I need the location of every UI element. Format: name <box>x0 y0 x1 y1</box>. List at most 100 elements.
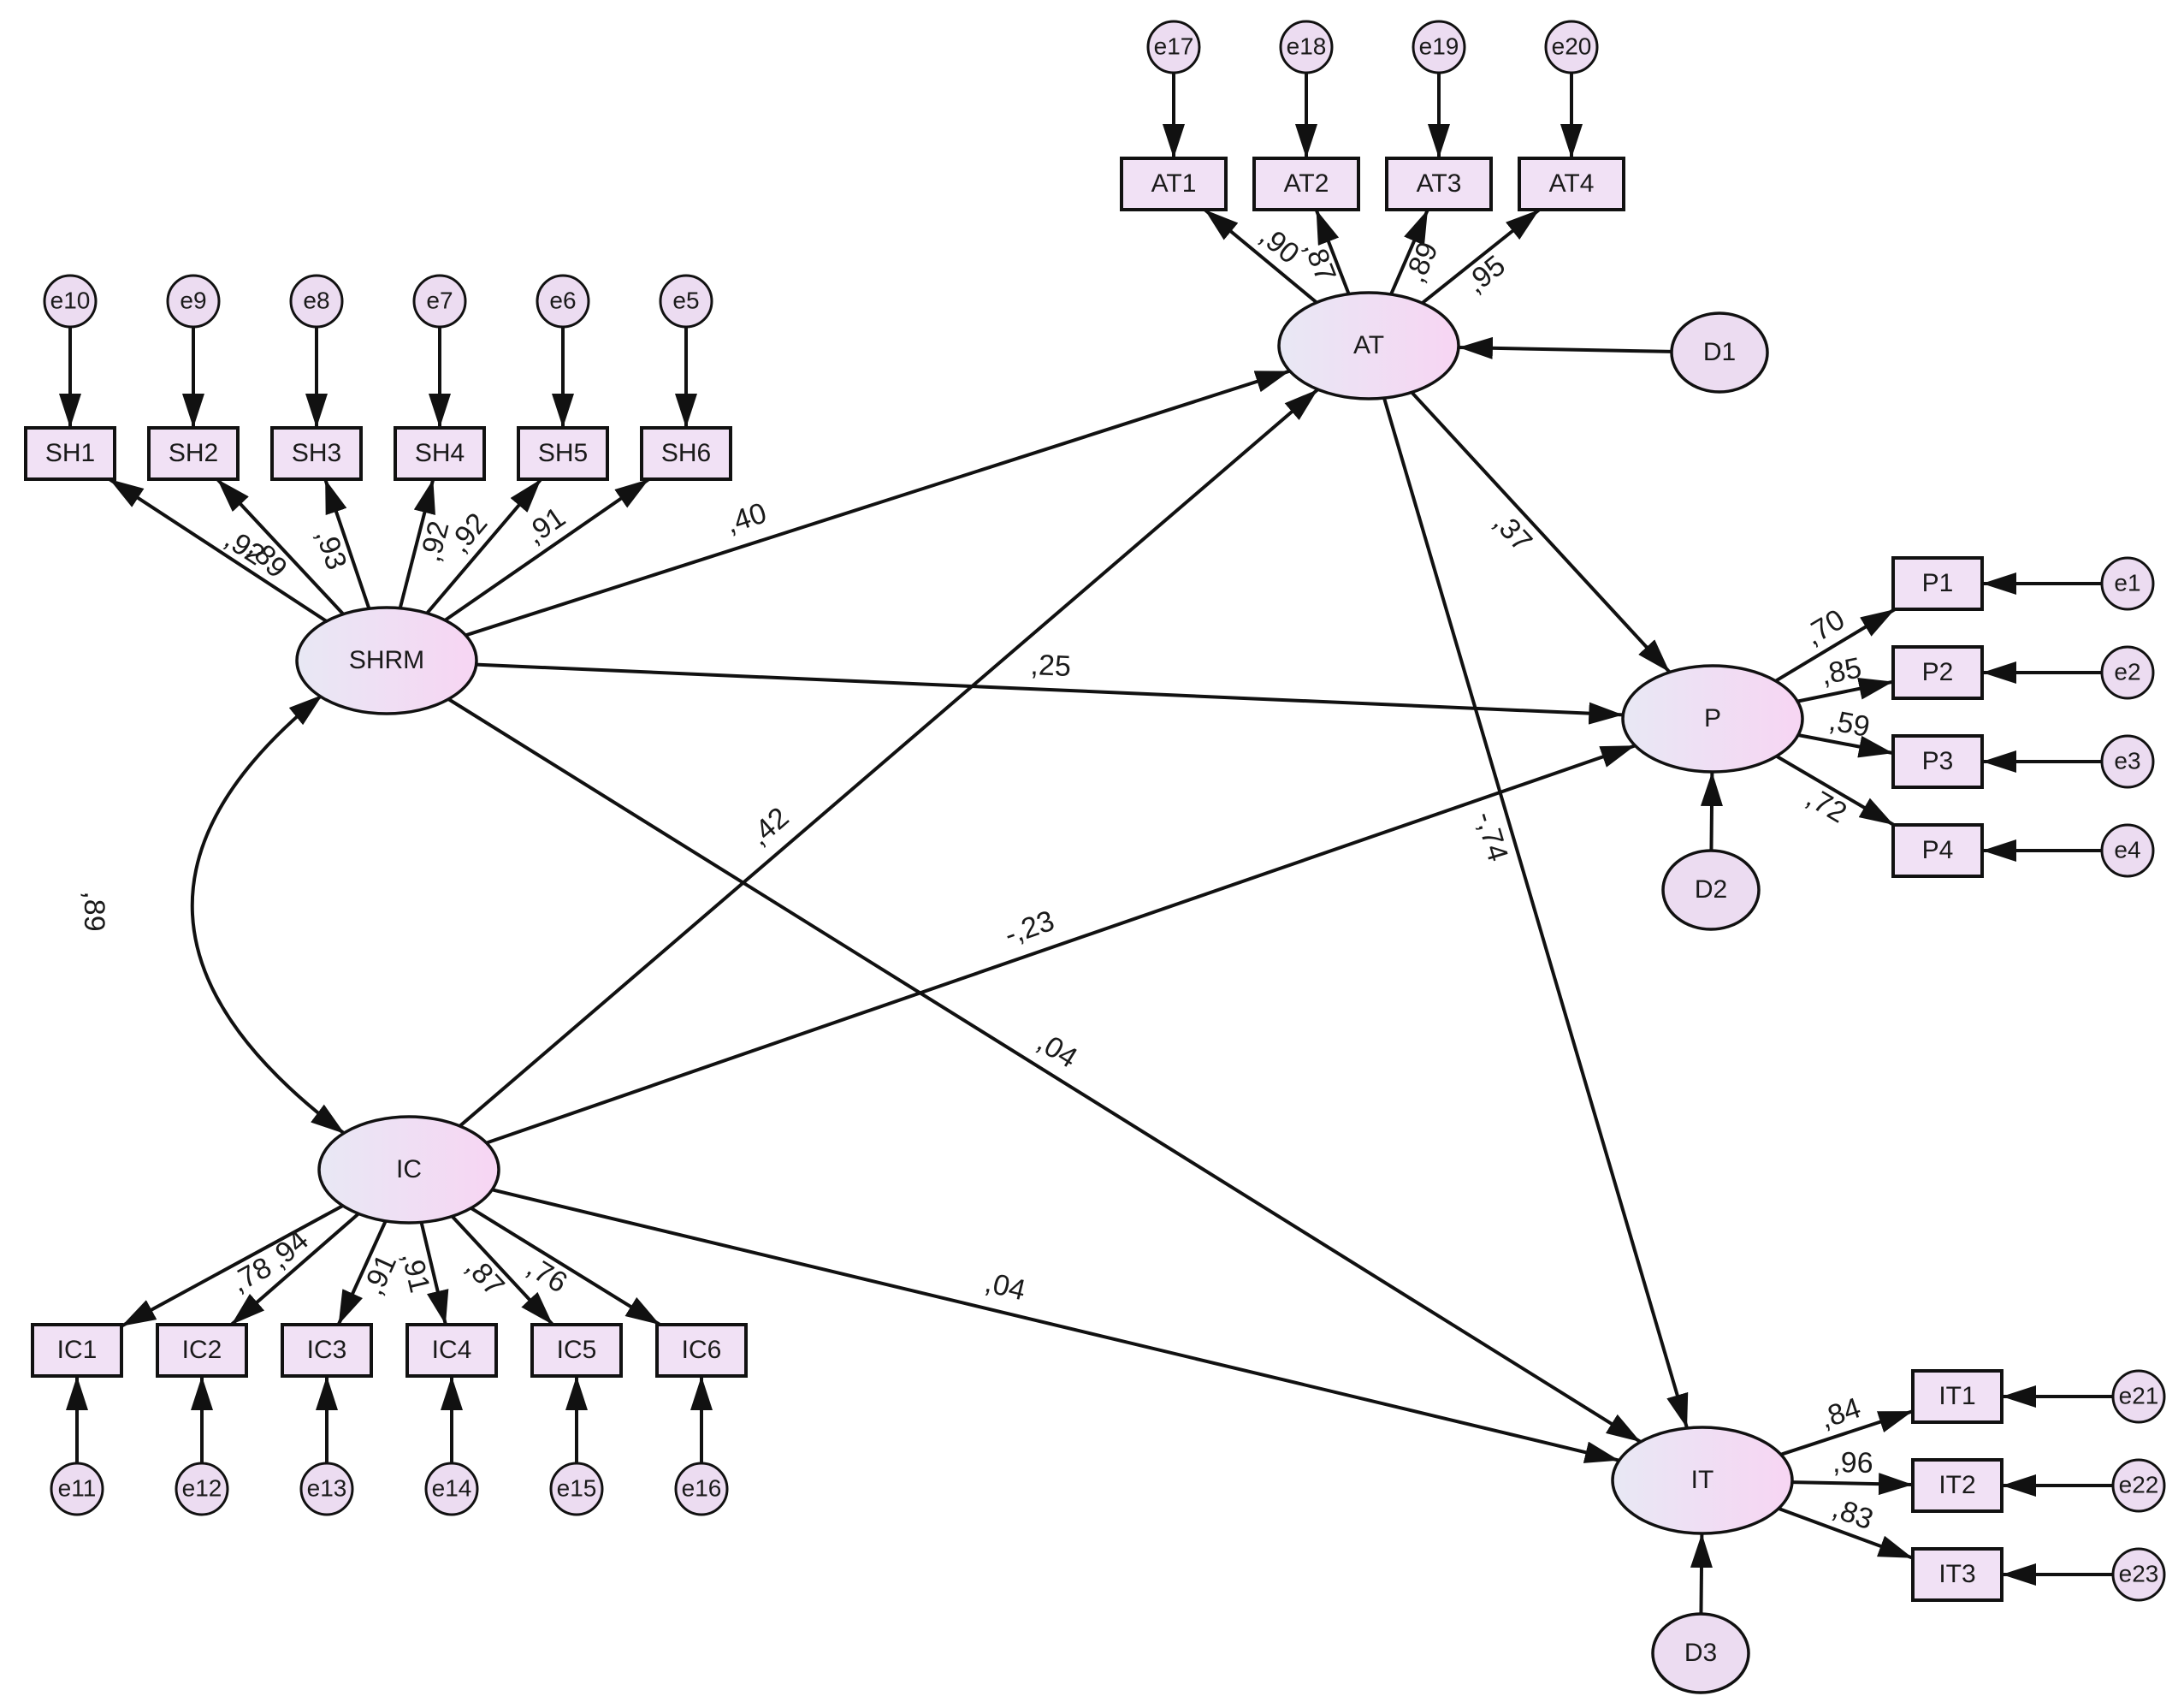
error-shape <box>1146 20 1201 74</box>
indicator-label: IT1 <box>1938 1382 1975 1410</box>
latent-node-shrm: SHRM <box>295 606 478 715</box>
error-shape <box>2100 556 2155 611</box>
loading-value-at1: ,90 <box>1253 219 1305 270</box>
indicator-node-ic3: IC3 <box>281 1323 373 1378</box>
error-arrow-d1 <box>1458 336 1672 359</box>
indicator-label: AT3 <box>1417 169 1462 198</box>
indicator-label: IT3 <box>1938 1560 1975 1588</box>
loading-arrow-sh6 <box>444 477 650 622</box>
indicator-node-p4: P4 <box>1891 823 1984 878</box>
error-shape <box>659 274 713 329</box>
indicator-shape <box>640 426 732 481</box>
error-label: e14 <box>432 1474 472 1501</box>
path-value-ic-it: ,04 <box>982 1266 1029 1308</box>
loading-arrow-p1 <box>1774 608 1897 683</box>
indicator-shape <box>1891 645 1984 700</box>
indicator-node-sh2: SH2 <box>147 426 240 481</box>
indicator-shape <box>1518 157 1625 211</box>
path-arrow-at-it <box>1382 397 1689 1429</box>
indicator-label: SH6 <box>661 439 711 467</box>
error-node-e14: e14 <box>424 1462 479 1516</box>
indicator-node-ic1: IC1 <box>31 1323 123 1378</box>
error-label: e8 <box>303 287 329 313</box>
error-shape <box>166 274 221 329</box>
error-shape <box>2111 1547 2166 1602</box>
error-node-e7: e7 <box>412 274 467 329</box>
error-shape <box>43 274 98 329</box>
indicator-label: IC2 <box>182 1336 222 1364</box>
loading-arrow-ic5 <box>451 1214 554 1326</box>
loading-arrow-it2 <box>1791 1473 1914 1496</box>
indicator-shape <box>1385 157 1493 211</box>
path-arrow-ic-it <box>491 1188 1620 1463</box>
loading-value-p3: ,59 <box>1826 704 1873 744</box>
latent-label: IC <box>396 1155 422 1183</box>
indicator-node-sh6: SH6 <box>640 426 732 481</box>
loading-arrow-it1 <box>1780 1409 1914 1456</box>
latent-label: IT <box>1691 1466 1714 1494</box>
error-label: e21 <box>2119 1382 2159 1409</box>
loading-value-p4: ,72 <box>1801 781 1852 830</box>
loading-value-sh3: ,93 <box>309 525 352 574</box>
latent-label: AT <box>1353 331 1384 359</box>
indicator-label: IC3 <box>307 1336 347 1364</box>
error-label: e16 <box>682 1474 722 1501</box>
error-node-e13: e13 <box>299 1462 354 1516</box>
error-label: e22 <box>2119 1471 2159 1497</box>
indicator-label: SH4 <box>415 439 465 467</box>
indicator-shape <box>394 426 486 481</box>
indicator-shape <box>405 1323 498 1378</box>
error-shape <box>2100 645 2155 700</box>
indicator-label: AT4 <box>1549 169 1595 198</box>
indicator-label: AT2 <box>1284 169 1329 198</box>
latent-shape <box>317 1115 500 1225</box>
error-node-e10: e10 <box>43 274 98 329</box>
error-label: e12 <box>182 1474 222 1501</box>
latent-shape <box>1277 291 1460 400</box>
error-node-d3: D3 <box>1651 1612 1750 1694</box>
indicator-node-ic5: IC5 <box>530 1323 623 1378</box>
correlation-arrow-shrm-ic <box>190 693 346 1136</box>
latent-shape <box>1611 1426 1794 1535</box>
error-node-e22: e22 <box>2111 1458 2166 1513</box>
error-shape <box>424 1462 479 1516</box>
latent-label: SHRM <box>349 646 424 674</box>
loading-arrow-ic6 <box>470 1207 661 1326</box>
indicator-shape <box>281 1323 373 1378</box>
error-shape <box>50 1462 104 1516</box>
error-shape <box>412 274 467 329</box>
loading-arrow-sh4 <box>398 478 435 609</box>
indicator-label: P3 <box>1922 747 1954 775</box>
indicator-shape <box>1911 1369 2003 1424</box>
error-shape <box>289 274 344 329</box>
error-node-e20: e20 <box>1544 20 1599 74</box>
error-node-e4: e4 <box>2100 823 2155 878</box>
error-node-e23: e23 <box>2111 1547 2166 1602</box>
loading-arrow-ic1 <box>121 1204 344 1328</box>
indicator-node-sh4: SH4 <box>394 426 486 481</box>
indicator-node-sh3: SH3 <box>270 426 363 481</box>
error-label: e20 <box>1552 33 1592 59</box>
loading-value-p2: ,85 <box>1818 651 1864 691</box>
loading-arrow-at3 <box>1389 209 1429 295</box>
loading-arrow-sh1 <box>108 477 328 623</box>
latent-shape <box>295 606 478 715</box>
loading-value-sh5: ,92 <box>443 507 494 559</box>
indicator-label: AT1 <box>1151 169 1197 198</box>
indicator-label: IC6 <box>682 1336 722 1364</box>
path-value-shrm-at: ,40 <box>722 496 771 540</box>
error-label: D3 <box>1684 1639 1717 1667</box>
indicator-shape <box>1911 1547 2003 1602</box>
loading-arrow-ic2 <box>230 1212 360 1326</box>
loading-arrow-ic4 <box>419 1221 449 1325</box>
error-shape <box>175 1462 229 1516</box>
path-arrow-at-p <box>1410 391 1672 673</box>
error-shape <box>1651 1612 1750 1694</box>
indicator-node-p2: P2 <box>1891 645 1984 700</box>
latent-node-p: P <box>1621 664 1804 774</box>
error-shape <box>2100 734 2155 789</box>
error-label: e2 <box>2114 658 2140 685</box>
indicator-shape <box>1911 1458 2003 1513</box>
loading-value-it2: ,96 <box>1832 1446 1873 1480</box>
